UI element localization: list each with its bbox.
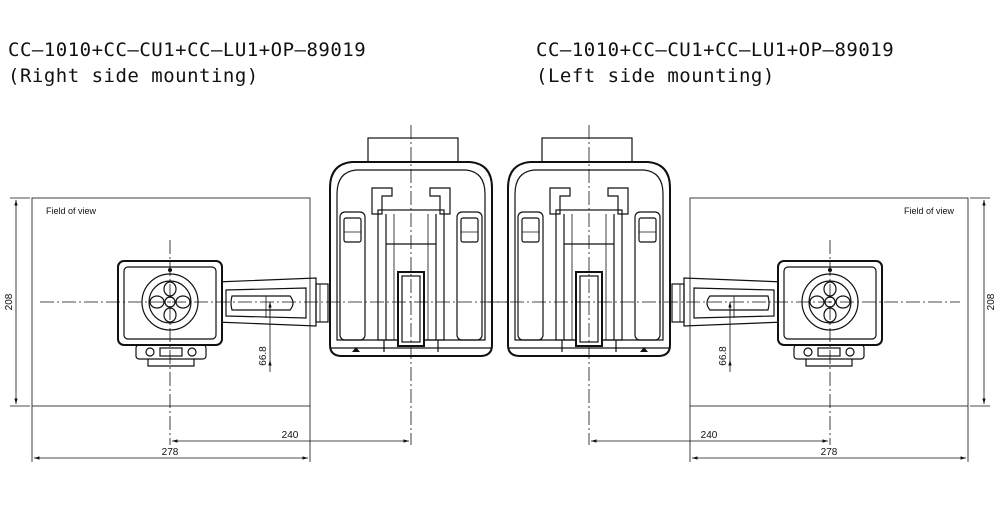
right-dim-240: 240 — [701, 430, 718, 441]
right-camera-assembly — [507, 137, 883, 367]
left-title-line1: CC–1010+CC–CU1+CC–LU1+OP–89019 — [8, 39, 366, 61]
right-dim-208: 208 — [986, 293, 997, 310]
right-dim-278: 278 — [821, 447, 838, 458]
left-dim-240: 240 — [282, 430, 299, 441]
right-view: Field of view 208 66.8 240 278 — [488, 125, 997, 462]
left-dim-278: 278 — [162, 447, 179, 458]
left-camera-assembly — [117, 137, 493, 367]
left-title-line2: (Right side mounting) — [8, 65, 259, 87]
left-view: Field of view 208 66.8 240 278 — [4, 125, 512, 462]
left-dim-208: 208 — [4, 293, 15, 310]
right-dim-66-8: 66.8 — [718, 346, 729, 366]
left-dim-66-8: 66.8 — [258, 346, 269, 366]
left-fov-label: Field of view — [46, 206, 97, 216]
right-title-line1: CC–1010+CC–CU1+CC–LU1+OP–89019 — [536, 39, 894, 61]
right-title-line2: (Left side mounting) — [536, 65, 775, 87]
right-fov-label: Field of view — [904, 206, 955, 216]
